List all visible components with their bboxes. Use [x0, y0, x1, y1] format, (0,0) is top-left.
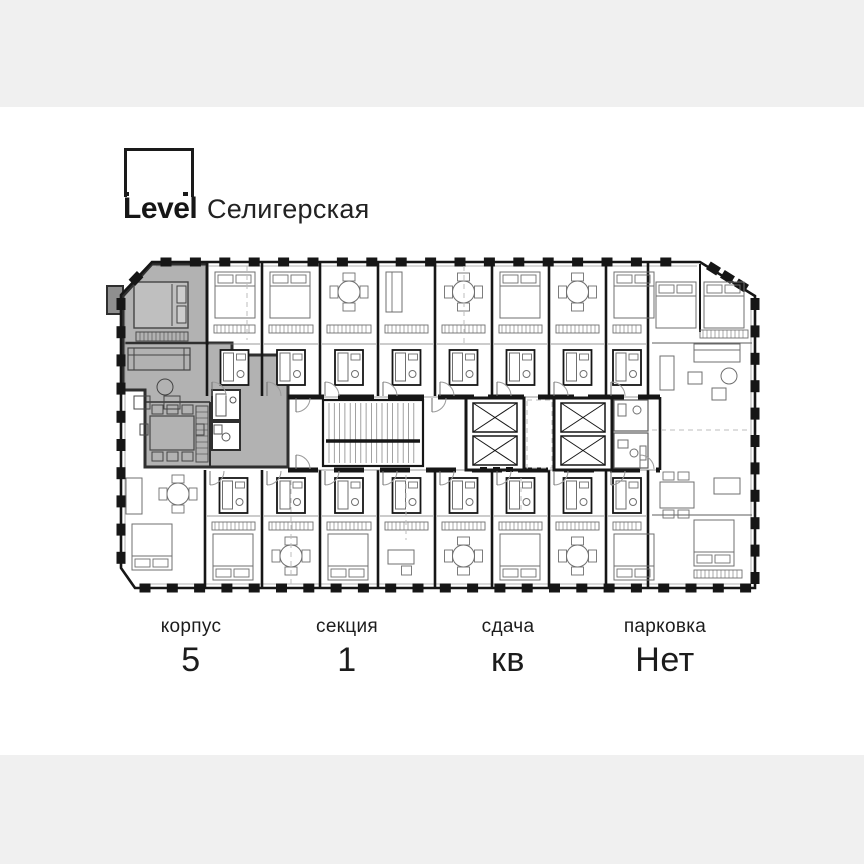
selected-apartment-highlight[interactable]	[106, 262, 290, 469]
brand-header: Level Селигерская	[0, 0, 864, 224]
level-logo-icon	[183, 192, 188, 196]
dashed-lines	[246, 266, 750, 584]
stat-value: Нет	[635, 641, 695, 679]
project-name: Селигерская	[207, 194, 370, 224]
stat-label: парковка	[623, 616, 707, 637]
stat-label: секция	[316, 616, 378, 637]
elevator-core	[464, 396, 649, 472]
stat-value: кв	[491, 641, 525, 679]
level-logo-icon	[124, 192, 129, 196]
stat-label: сдача	[481, 616, 535, 637]
stat-building: корпус 5	[111, 616, 271, 680]
apartment-furniture	[125, 271, 749, 581]
unit-partition-walls	[203, 263, 752, 587]
stat-section: секция 1	[267, 616, 427, 680]
level-logo-icon	[124, 148, 194, 197]
staircase	[321, 398, 425, 468]
logo-wordmark: Level	[123, 192, 198, 225]
stat-value: 5	[181, 641, 201, 679]
window-ticks	[116, 257, 760, 593]
stat-label: корпус	[160, 616, 222, 637]
stat-parking: парковка Нет	[585, 616, 745, 680]
stat-delivery: сдача кв	[428, 616, 588, 680]
stat-value: 1	[337, 641, 357, 679]
